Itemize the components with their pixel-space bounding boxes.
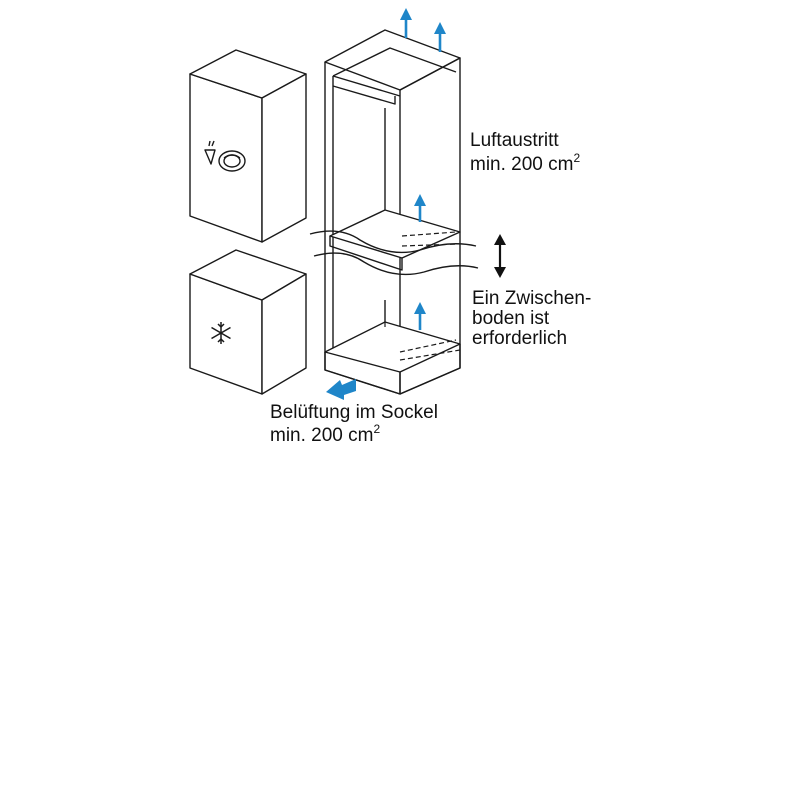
shelf-label-line2: boden ist <box>472 308 550 329</box>
cabinet-niche <box>324 29 461 395</box>
snowflake-icon <box>211 322 231 344</box>
carrot-and-lettuce-icon <box>204 140 246 172</box>
airflow-arrow-icon <box>400 8 412 38</box>
plinth-label-line1: Belüftung im Sockel <box>270 402 438 423</box>
airflow-arrow-icon <box>414 194 426 222</box>
airflow-arrows <box>326 8 446 400</box>
air-outlet-label-line1: Luftaustritt <box>470 130 559 151</box>
airflow-arrow-icon <box>326 379 356 400</box>
shelf-label-line1: Ein Zwischen- <box>472 288 591 309</box>
double-arrow-icon <box>494 234 506 278</box>
plinth-label-line2: min. 200 cm2 <box>270 422 380 446</box>
airflow-arrow-icon <box>434 22 446 52</box>
fridge-door-panel <box>189 49 307 243</box>
shelf-label-line3: erforderlich <box>472 328 567 349</box>
freezer-door-panel <box>189 249 307 395</box>
air-outlet-label-line2: min. 200 cm2 <box>470 151 580 175</box>
airflow-arrow-icon <box>414 302 426 330</box>
intermediate-shelf <box>309 209 479 276</box>
